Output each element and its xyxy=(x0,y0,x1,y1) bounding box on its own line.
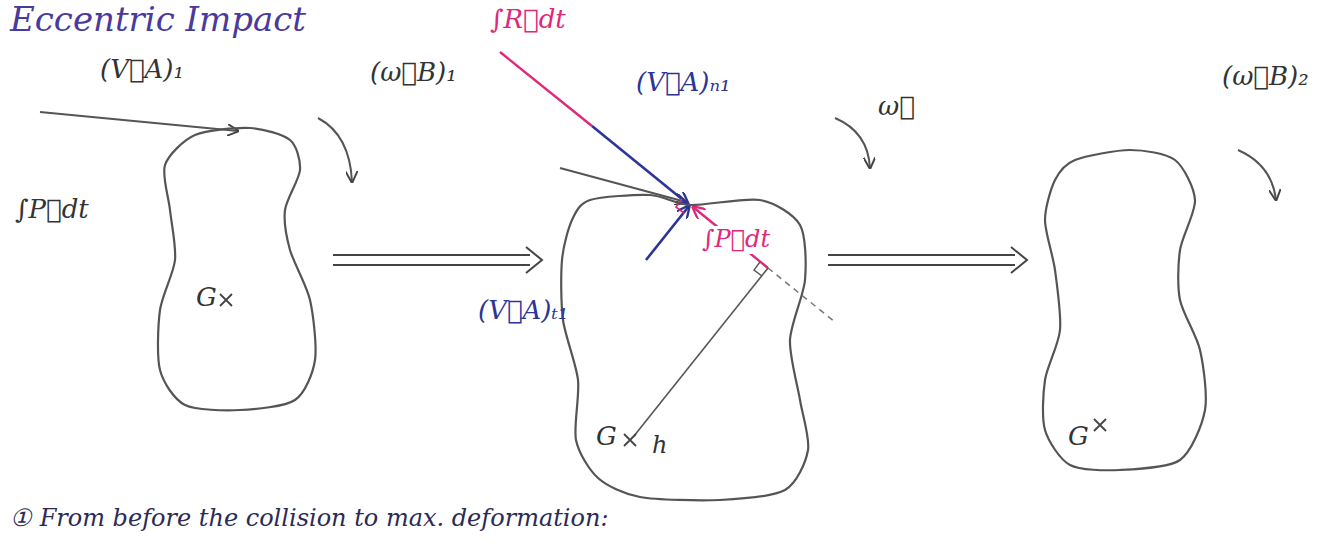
body-outline xyxy=(150,120,325,420)
angular-velocity-label: ω⃗ xyxy=(878,92,915,122)
stage-arrow xyxy=(333,247,542,273)
body-outline-path xyxy=(158,128,316,410)
arrow-head xyxy=(1011,247,1027,273)
center-mark xyxy=(220,294,232,306)
moment-arm-line xyxy=(634,268,768,436)
normal-velocity-arrow xyxy=(592,126,688,204)
body-outline-path xyxy=(561,195,808,500)
center-mark xyxy=(624,434,636,446)
body-outline xyxy=(1035,140,1215,480)
angular-velocity-label: (ω⃗B)₂ xyxy=(1222,62,1309,92)
center-label: G xyxy=(1068,422,1089,452)
angular-velocity-label: (ω⃗B)₁ xyxy=(370,58,457,88)
arrow-head xyxy=(526,247,542,273)
tangent-velocity-arrow xyxy=(646,206,689,260)
rigid-body: G xyxy=(150,120,325,420)
velocity-arrow xyxy=(560,168,686,202)
moment-arm-label: h xyxy=(652,432,667,460)
impulse-label: ∫P⃗dt xyxy=(15,195,89,225)
rigid-body: G xyxy=(1035,140,1215,480)
velocity-label: (V⃗A)ₙ₁ xyxy=(636,68,730,98)
arrow-shaft xyxy=(333,264,530,266)
note-text: ① From before the collision to max. defo… xyxy=(10,505,609,533)
center-label: G xyxy=(196,283,217,313)
arrow-shaft xyxy=(828,264,1015,266)
stage-arrow xyxy=(828,247,1027,273)
title: Eccentric Impact xyxy=(10,0,306,39)
velocity-arrow xyxy=(40,112,238,131)
rotation-arrow xyxy=(318,118,352,182)
right-angle-mark xyxy=(754,262,762,276)
center-label: G xyxy=(596,422,617,452)
impulse-line xyxy=(500,52,592,126)
body-outline xyxy=(550,185,820,505)
rotation-arrow xyxy=(835,118,870,168)
arrow-shaft xyxy=(333,254,530,256)
right-angle-mark xyxy=(676,199,684,213)
arrow-shaft xyxy=(828,254,1015,256)
velocity-label: (V⃗A)₁ xyxy=(100,55,184,85)
impulse-label: ∫R⃗dt xyxy=(490,5,566,35)
center-mark xyxy=(1094,419,1106,431)
body-outline-path xyxy=(1043,150,1206,470)
rigid-body: G xyxy=(550,185,820,505)
impulse-label: ∫P⃗dt xyxy=(700,226,772,254)
rotation-arrow xyxy=(1238,150,1276,200)
velocity-label: (V⃗A)ₜ₁ xyxy=(478,296,568,326)
